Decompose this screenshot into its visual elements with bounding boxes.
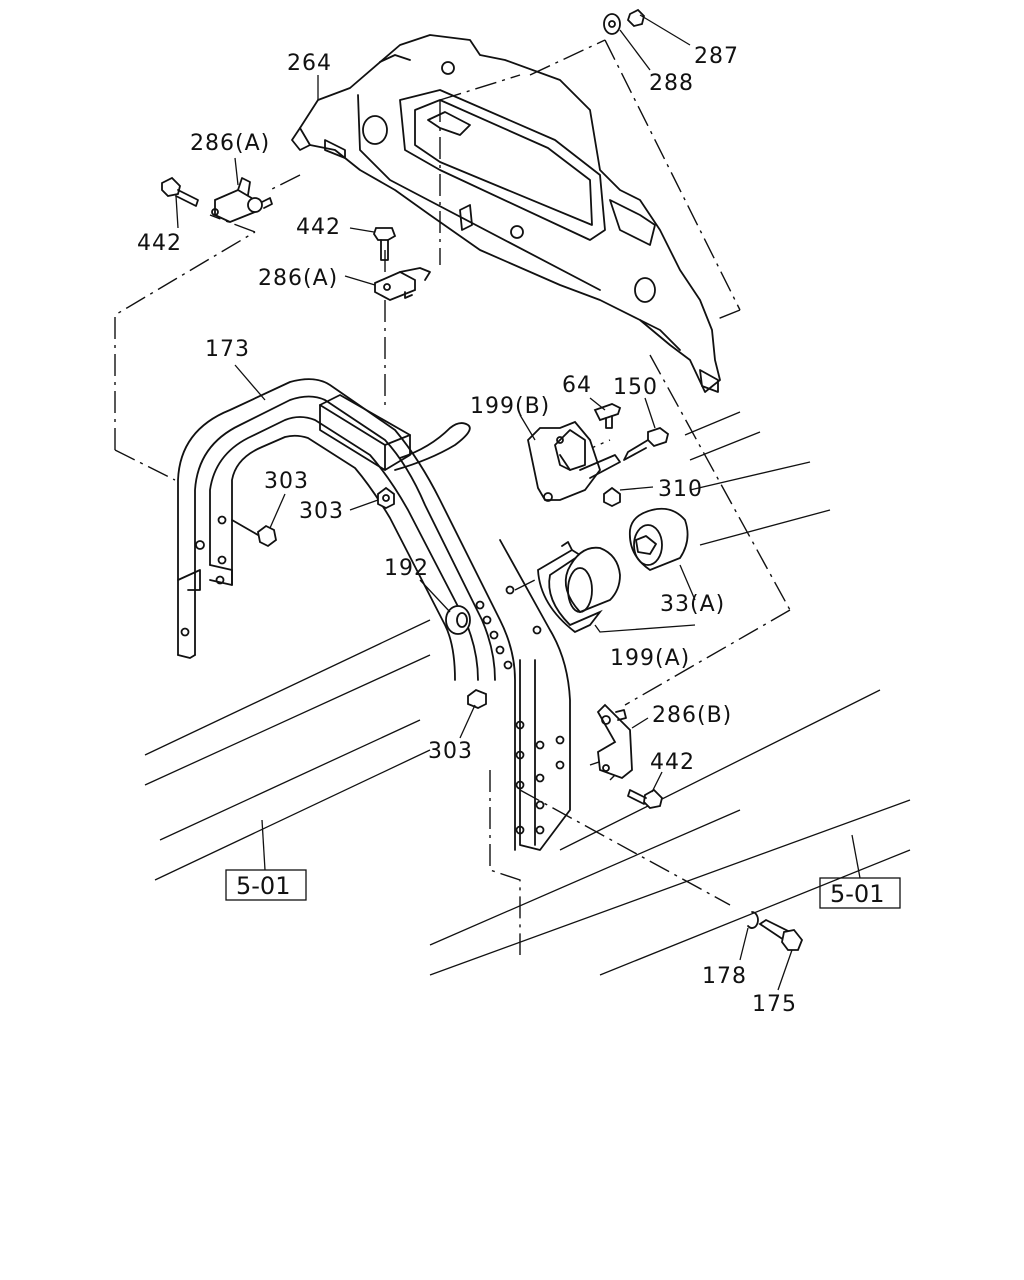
nut-303-c-icon bbox=[467, 688, 487, 709]
chassis-rails bbox=[144, 411, 911, 976]
ref-label-right: 5-01 bbox=[830, 880, 884, 908]
label-442-right: 442 bbox=[650, 750, 695, 775]
label-287: 287 bbox=[694, 44, 739, 69]
clamp-199a-icon bbox=[537, 541, 603, 634]
label-173: 173 bbox=[205, 337, 250, 362]
nut-303-a-icon bbox=[257, 524, 277, 548]
part-labels: 264 287 288 286(A) 442 442 286(A) 173 19… bbox=[137, 44, 797, 1017]
label-310: 310 bbox=[658, 477, 703, 502]
label-303-c: 303 bbox=[428, 739, 473, 764]
label-286a-top: 286(A) bbox=[190, 131, 270, 156]
label-175: 175 bbox=[752, 992, 797, 1017]
bolt-442-right-icon bbox=[627, 788, 663, 809]
label-178: 178 bbox=[702, 964, 747, 989]
label-286b: 286(B) bbox=[652, 703, 732, 728]
clip-286a-top-icon bbox=[211, 177, 273, 223]
label-264: 264 bbox=[287, 51, 332, 76]
nut-287-icon bbox=[626, 8, 645, 27]
leader-lines bbox=[175, 14, 861, 991]
ring-178-icon bbox=[747, 911, 759, 929]
bolt-150-icon bbox=[623, 426, 670, 461]
nut-310-icon bbox=[603, 486, 621, 508]
nut-303-b-icon bbox=[377, 486, 395, 510]
panel-264 bbox=[291, 34, 721, 393]
label-199b: 199(B) bbox=[470, 394, 550, 419]
label-288: 288 bbox=[649, 71, 694, 96]
bracket-286b-icon bbox=[596, 703, 633, 780]
ref-box-left bbox=[225, 869, 307, 901]
cushion-33a-icon bbox=[564, 507, 689, 614]
ref-label-left: 5-01 bbox=[236, 872, 290, 900]
label-64: 64 bbox=[562, 373, 592, 398]
ref-box-right bbox=[819, 877, 901, 909]
alignment-lines bbox=[114, 39, 791, 955]
label-199a: 199(A) bbox=[610, 646, 690, 671]
label-442-mid: 442 bbox=[296, 215, 341, 240]
label-286a-mid: 286(A) bbox=[258, 266, 338, 291]
clip-64-icon bbox=[593, 403, 622, 422]
label-303-a: 303 bbox=[264, 469, 309, 494]
bracket-199b-icon bbox=[527, 420, 621, 502]
label-33a: 33(A) bbox=[660, 592, 725, 617]
label-150: 150 bbox=[613, 375, 658, 400]
small-parts bbox=[161, 8, 804, 951]
clip-286a-mid-icon bbox=[374, 267, 431, 301]
label-442-left: 442 bbox=[137, 231, 182, 256]
bolt-175-icon bbox=[758, 918, 804, 951]
bolt-442-left-icon bbox=[161, 176, 199, 207]
label-192: 192 bbox=[384, 556, 429, 581]
bolt-442-mid-icon bbox=[373, 227, 397, 261]
reference-boxes: 5-01 5-01 bbox=[225, 869, 901, 909]
label-303-b: 303 bbox=[299, 499, 344, 524]
frame-173 bbox=[177, 378, 571, 851]
grommet-192-icon bbox=[445, 605, 471, 635]
washer-288-icon bbox=[603, 13, 621, 35]
